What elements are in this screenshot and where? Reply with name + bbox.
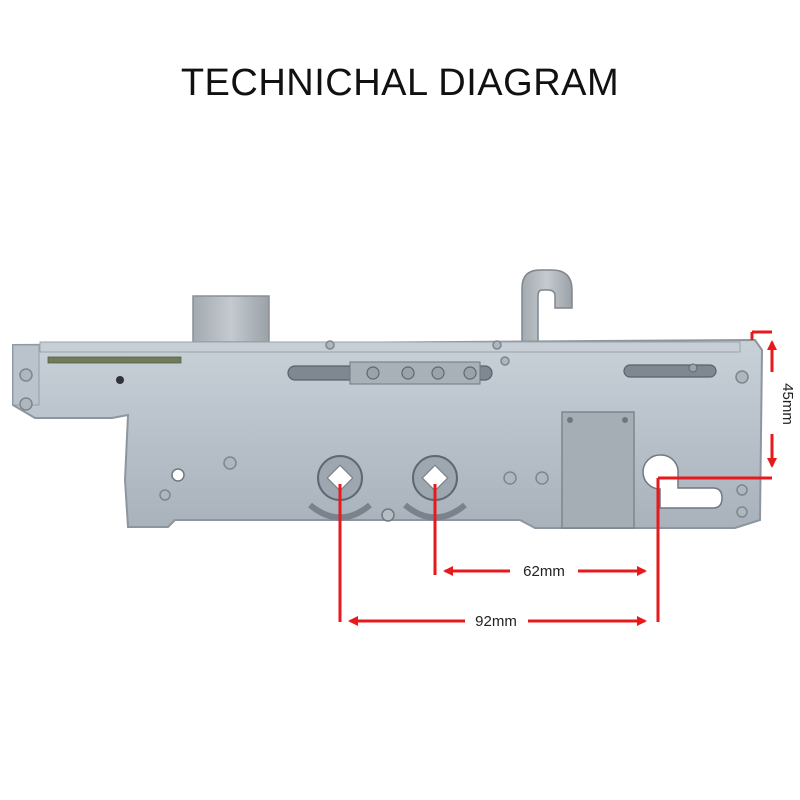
dimension-label-45mm: 45mm: [779, 383, 796, 425]
deadbolt: [192, 295, 270, 343]
center-screw: [381, 508, 395, 522]
slide-slot-right: [623, 364, 717, 378]
spindle-follower-2: [403, 455, 467, 521]
hook-bolt: [521, 269, 573, 347]
dimension-lines: [338, 330, 772, 622]
page-title: TECHNICHAL DIAGRAM: [180, 62, 620, 104]
spindle-follower-1: [308, 455, 372, 521]
top-rail: [39, 341, 741, 353]
cylinder-plate: [561, 411, 635, 529]
slot-pins: [366, 366, 477, 380]
slot-pin-right: [688, 363, 698, 373]
label-strip: [47, 356, 182, 364]
dimension-label-92mm: 92mm: [475, 613, 517, 630]
fixing-hole: [171, 468, 185, 482]
small-dot: [116, 376, 124, 384]
dimension-label-62mm: 62mm: [523, 563, 565, 580]
euro-cylinder-cutout: [642, 454, 723, 509]
slide-bar: [349, 361, 481, 385]
rivets: [19, 340, 749, 518]
